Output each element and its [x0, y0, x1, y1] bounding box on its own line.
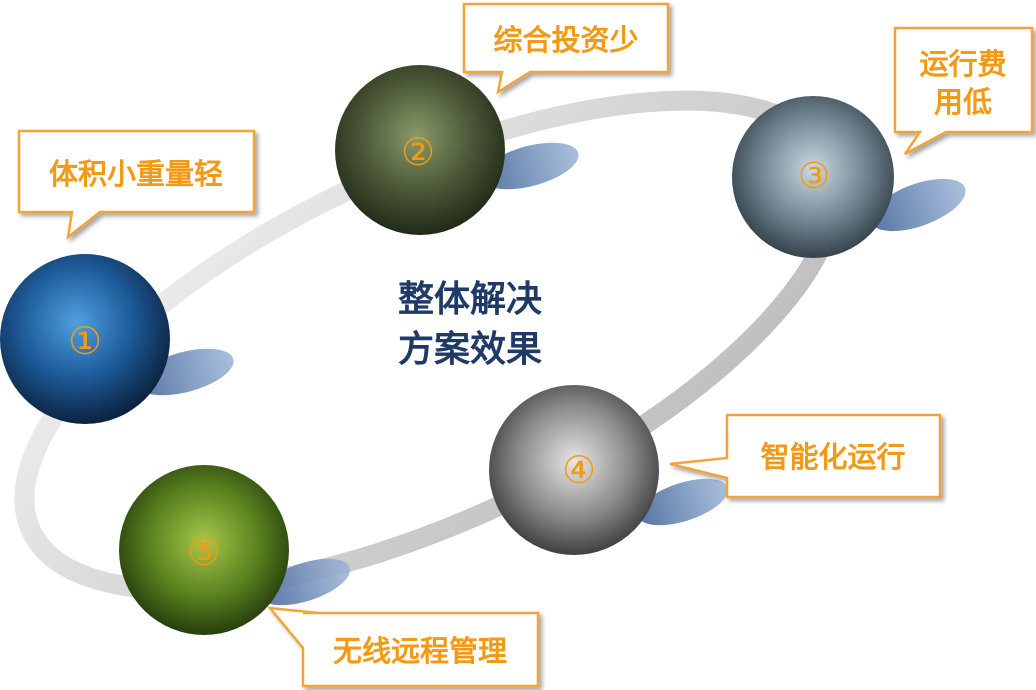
- node-2-marker: ②: [401, 130, 435, 174]
- node-4-sphere: [489, 385, 659, 555]
- callout-4: [669, 413, 942, 499]
- node-5-marker: ⑤: [187, 530, 221, 574]
- callout-3-text-line2: 用低: [934, 85, 992, 119]
- callout-4-text: 智能化运行: [760, 440, 905, 474]
- node-4-shadow: [637, 478, 729, 526]
- callout-5-text: 无线远程管理: [333, 634, 507, 668]
- callout-5: [267, 606, 540, 688]
- center-title-line2: 方案效果: [398, 329, 542, 370]
- callout-1: [17, 129, 256, 240]
- callout-2-text: 综合投资少: [493, 23, 638, 57]
- node-3-sphere: [732, 96, 894, 258]
- callout-3-text-line1: 运行费: [919, 47, 1006, 81]
- center-title-line1: 整体解决: [398, 279, 542, 320]
- node-5-shadow: [259, 558, 351, 606]
- node-5-sphere: [119, 465, 289, 635]
- node-2-sphere: [335, 65, 505, 235]
- callout-2: [462, 2, 670, 95]
- node-4-marker: ④: [562, 448, 596, 492]
- callout-3: [893, 26, 1034, 156]
- node-2-shadow: [481, 142, 579, 190]
- node-1-marker: ①: [68, 319, 102, 363]
- node-3-marker: ③: [798, 156, 830, 197]
- node-1-sphere: [0, 254, 170, 424]
- callout-1-text: 体积小重量轻: [49, 157, 223, 191]
- node-3-shadow: [870, 178, 966, 232]
